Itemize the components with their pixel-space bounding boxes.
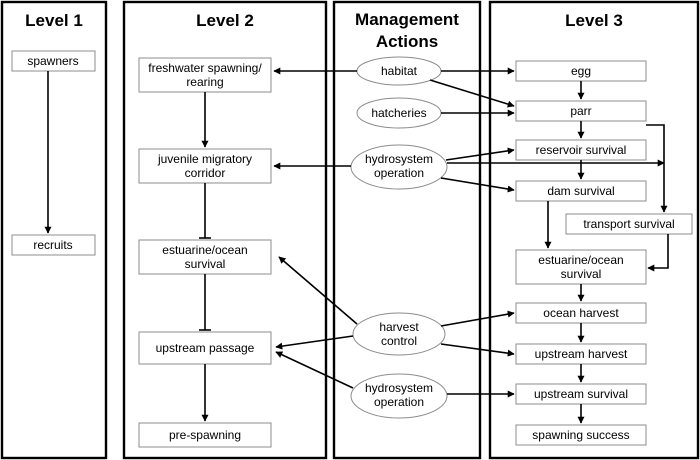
action-hydrosystem-operation-1: hydrosystem operation (350, 144, 448, 190)
edge-harvest-to-upstream-harvest (440, 343, 515, 357)
node-transport-label: transport survival (583, 217, 674, 231)
node-parr-label: parr (570, 104, 591, 118)
panel-management-title-line-1: Management (355, 10, 459, 29)
edge-hydro1-to-dam (440, 177, 515, 193)
node-upstream-survival: upstream survival (515, 383, 647, 405)
action-hydrosystem-operation-2: hydrosystem operation (350, 373, 448, 419)
node-estuarine-l2-label-line-2: survival (185, 257, 226, 271)
node-transport-survival: transport survival (565, 213, 693, 235)
node-spawners: spawners (11, 50, 96, 72)
node-pre-spawning: pre-spawning (138, 422, 272, 448)
node-spawning-success: spawning success (515, 424, 647, 446)
edge-habitat-to-parr (429, 79, 515, 108)
node-estuarine-ocean-survival-l3: estuarine/ocean survival (515, 249, 647, 285)
node-reservoir-label: reservoir survival (536, 143, 627, 157)
node-upstream-passage: upstream passage (138, 331, 272, 365)
panel-level-3-title: Level 3 (565, 11, 623, 30)
node-freshwater-spawning: freshwater spawning/ rearing (138, 57, 272, 93)
panel-management-title-line-2: Actions (376, 32, 438, 51)
panel-level-1-title: Level 1 (25, 11, 83, 30)
node-estuarine-l3-label-line-2: survival (561, 267, 602, 281)
node-pre-spawning-label: pre-spawning (169, 428, 241, 442)
node-egg: egg (515, 60, 647, 82)
node-estuarine-ocean-survival-l2: estuarine/ocean survival (138, 239, 272, 275)
node-upstream-passage-label: upstream passage (156, 341, 255, 355)
action-habitat-label: habitat (381, 64, 418, 78)
node-juvenile-label-line-2: corridor (185, 166, 226, 180)
node-estuarine-l2-label-line-1: estuarine/ocean (162, 243, 247, 257)
node-recruits: recruits (11, 234, 96, 256)
node-ocean-harvest-label: ocean harvest (543, 306, 619, 320)
action-harvest-label-line-1: harvest (379, 320, 419, 334)
node-juvenile-migratory-corridor: juvenile migratory corridor (138, 148, 272, 184)
node-ocean-harvest: ocean harvest (515, 302, 647, 324)
action-hydrosystem-2-label-line-1: hydrosystem (365, 381, 433, 395)
node-spawners-label: spawners (27, 54, 78, 68)
action-hydrosystem-2-label-line-2: operation (374, 395, 424, 409)
node-reservoir-survival: reservoir survival (515, 139, 647, 161)
action-hydrosystem-1-label-line-2: operation (374, 166, 424, 180)
node-freshwater-label-line-2: rearing (186, 75, 223, 89)
action-harvest-control: harvest control (352, 312, 446, 356)
action-habitat: habitat (356, 56, 442, 86)
node-freshwater-label-line-1: freshwater spawning/ (148, 61, 262, 75)
action-harvest-label-line-2: control (381, 334, 417, 348)
edge-hydro1-to-reservoir (445, 147, 515, 161)
node-upstream-harvest-label: upstream harvest (535, 347, 628, 361)
node-spawning-success-label: spawning success (532, 428, 629, 442)
edge-harvest-to-upstream-passage (275, 335, 354, 350)
edge-hydro2-to-upstream-passage (275, 351, 354, 389)
node-recruits-label: recruits (33, 238, 72, 252)
node-estuarine-l3-label-line-1: estuarine/ocean (538, 253, 623, 267)
action-hydrosystem-1-label-line-1: hydrosystem (365, 152, 433, 166)
node-dam-survival: dam survival (515, 180, 647, 202)
node-parr: parr (515, 100, 647, 122)
edge-parr-to-transport (646, 124, 668, 213)
edge-harvest-to-estuarine-l2 (278, 256, 358, 325)
panel-level-1: Level 1 (0, 0, 108, 460)
node-egg-label: egg (571, 64, 591, 78)
node-upstream-survival-label: upstream survival (534, 387, 628, 401)
action-hatcheries: hatcheries (356, 97, 442, 129)
panel-level-2-title: Level 2 (196, 11, 254, 30)
action-hatcheries-label: hatcheries (371, 106, 426, 120)
node-juvenile-label-line-1: juvenile migratory (157, 152, 252, 166)
node-dam-label: dam survival (547, 184, 614, 198)
node-upstream-harvest: upstream harvest (515, 343, 647, 365)
edge-transport-to-estuarine (647, 234, 669, 272)
panel-level-1-frame (0, 0, 108, 460)
edge-harvest-to-ocean-harvest (440, 310, 515, 327)
